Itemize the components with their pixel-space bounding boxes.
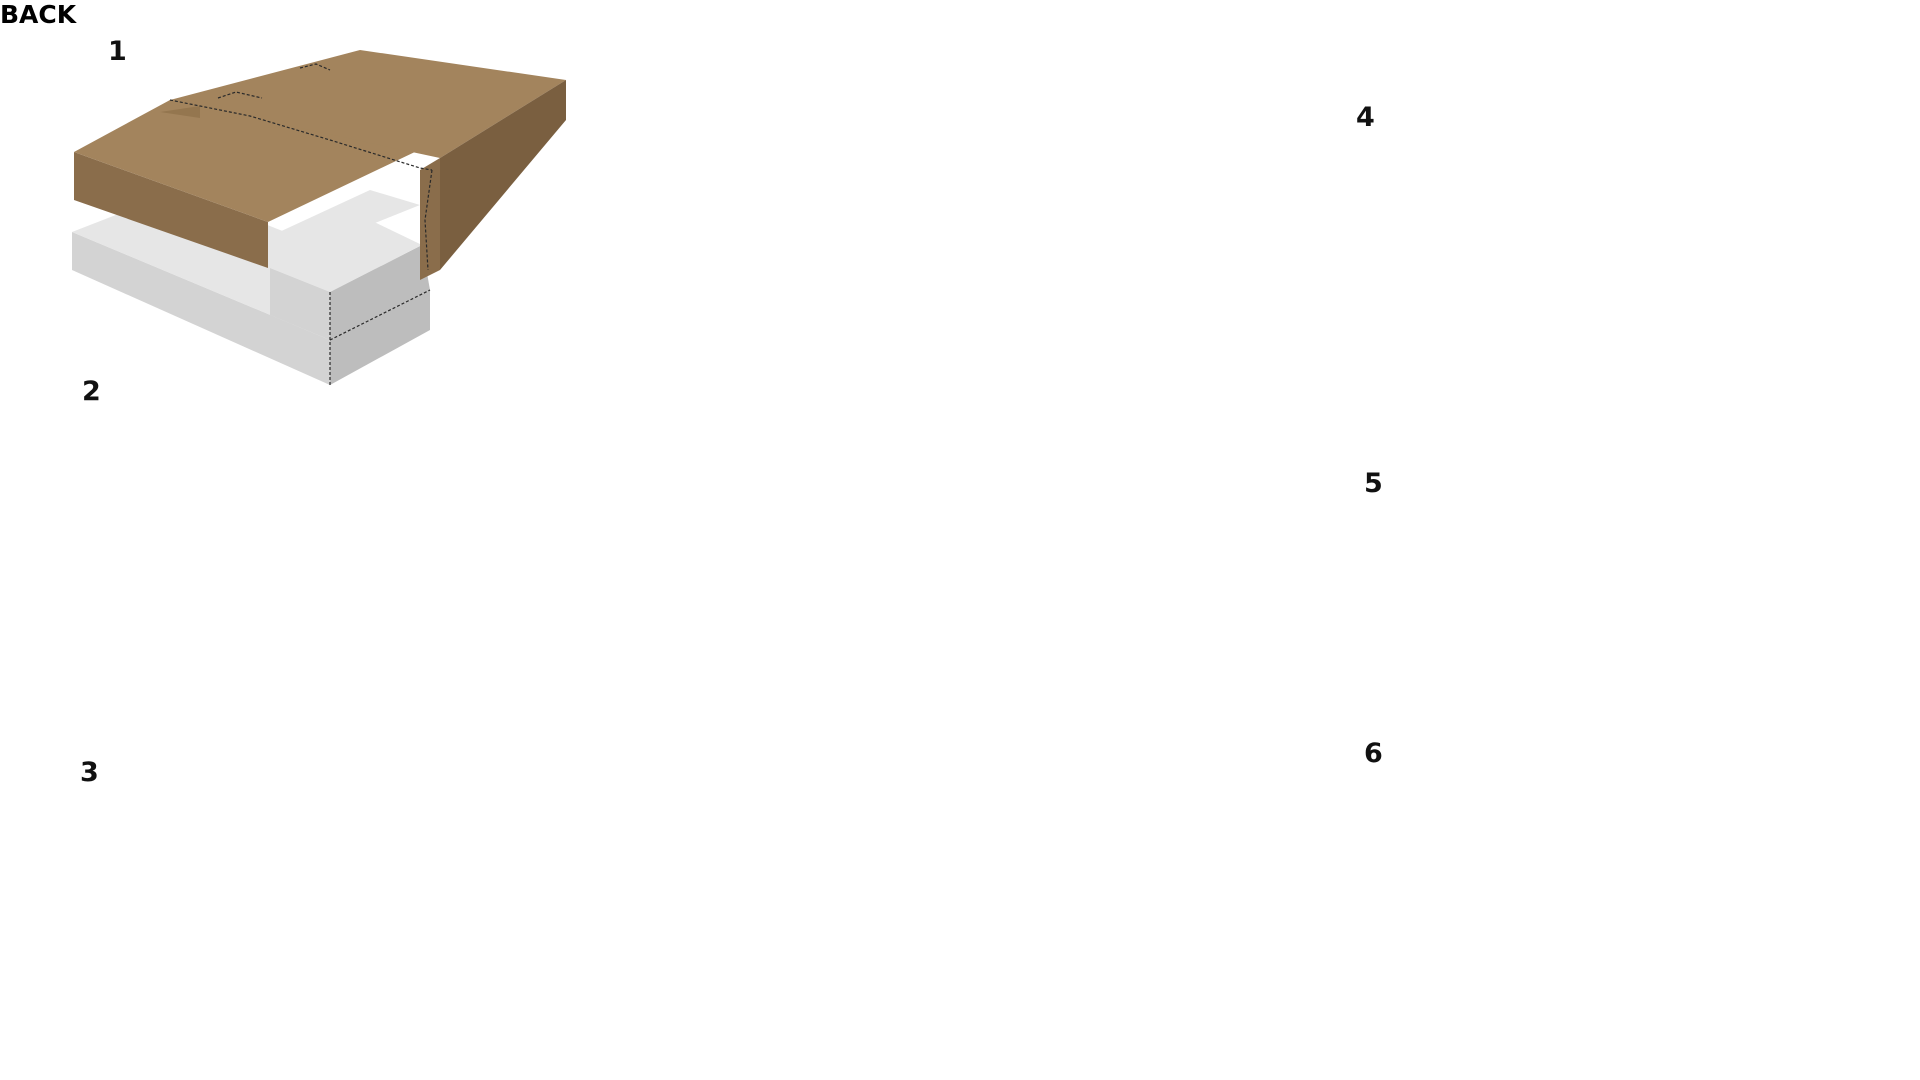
step-6-illustration: BACK (0, 0, 76, 29)
back-label: BACK (0, 0, 77, 29)
step-2-number: 2 (82, 376, 101, 407)
back-label-sticker: BACK (0, 0, 76, 29)
step-4-number: 4 (1356, 102, 1375, 133)
step-3-number: 3 (80, 757, 99, 788)
step-1-number: 1 (108, 36, 127, 67)
step-5-number: 5 (1364, 468, 1383, 499)
step-6-number: 6 (1364, 738, 1383, 769)
step-1-illustration (72, 50, 566, 385)
